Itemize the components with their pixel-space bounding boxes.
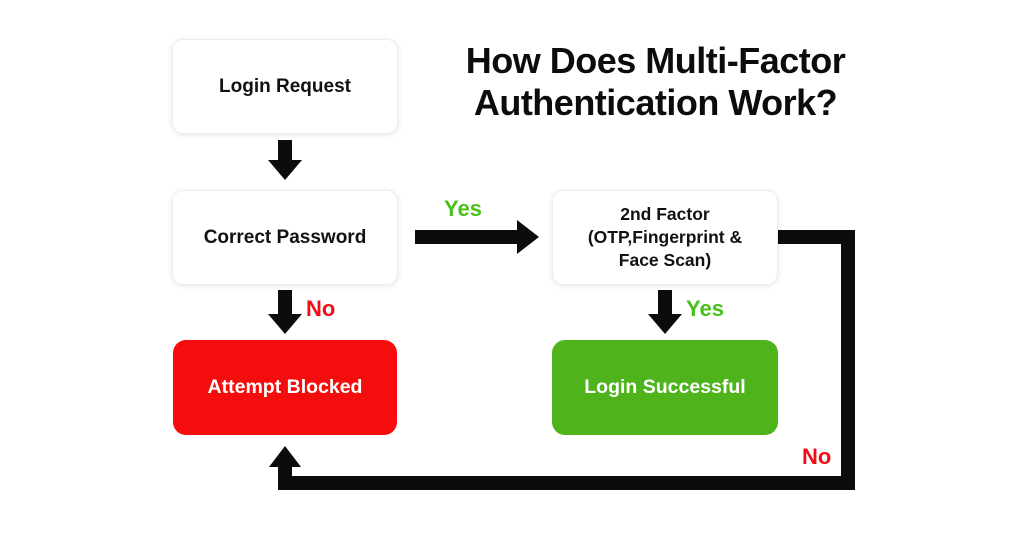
arrow-factor-to-success-head <box>648 314 682 334</box>
node-second-factor-line1: 2nd Factor <box>620 204 710 224</box>
edge-label-password-yes: Yes <box>444 196 482 221</box>
arrow-password-to-blocked-shaft <box>278 290 292 316</box>
node-second-factor-line3: Face Scan) <box>618 250 712 270</box>
node-attempt-blocked: Attempt Blocked <box>173 340 397 435</box>
page-title: How Does Multi-Factor Authentication Wor… <box>418 40 893 124</box>
arrow-password-to-blocked-head <box>268 314 302 334</box>
node-login-successful-label: Login Successful <box>584 376 746 398</box>
arrow-factor-to-blocked-segment-right <box>841 230 855 490</box>
arrow-password-to-factor-shaft <box>415 230 519 244</box>
page-title-line1: How Does Multi-Factor <box>465 40 846 81</box>
node-correct-password: Correct Password <box>172 190 398 285</box>
arrow-factor-to-blocked-segment-top <box>778 230 855 244</box>
node-second-factor-line2: (OTP,Fingerprint & <box>587 227 743 247</box>
arrow-login-to-password-head <box>268 160 302 180</box>
edge-label-factor-no: No <box>802 444 832 469</box>
arrow-password-to-factor-head <box>517 220 539 254</box>
node-attempt-blocked-label: Attempt Blocked <box>207 376 363 398</box>
node-second-factor-label: 2nd Factor (OTP,Fingerprint & Face Scan) <box>588 203 742 272</box>
page-title-line2: Authentication Work? <box>473 82 838 123</box>
node-login-request-label: Login Request <box>219 75 351 97</box>
arrow-factor-to-success-shaft <box>658 290 672 316</box>
arrow-factor-to-blocked-shaft-up <box>278 466 292 490</box>
node-correct-password-label: Correct Password <box>203 226 367 248</box>
node-login-request: Login Request <box>172 39 398 134</box>
edge-label-password-no: No <box>306 296 336 321</box>
arrow-factor-to-blocked-segment-bottom <box>285 476 855 490</box>
arrow-factor-to-blocked-head <box>269 446 301 467</box>
node-login-successful: Login Successful <box>552 340 778 435</box>
edge-label-factor-yes: Yes <box>686 296 724 321</box>
node-second-factor: 2nd Factor (OTP,Fingerprint & Face Scan) <box>552 190 778 285</box>
arrow-login-to-password-shaft <box>278 140 292 162</box>
